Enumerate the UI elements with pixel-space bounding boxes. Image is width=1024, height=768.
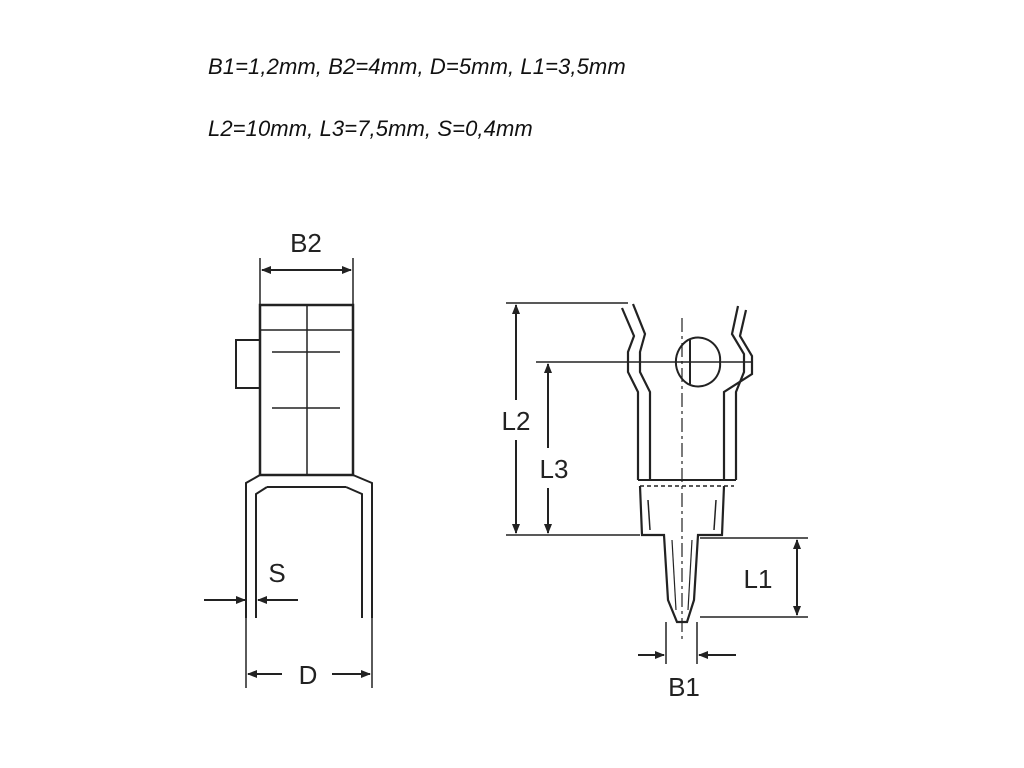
d-label: D [299, 660, 318, 690]
l2-dimension: L2 [502, 304, 531, 534]
b2-dimension: B2 [261, 228, 352, 274]
s-label: S [268, 558, 285, 588]
front-view [235, 258, 373, 688]
s-dimension: S [204, 558, 298, 604]
b1-dimension: B1 [638, 651, 736, 702]
l3-label: L3 [540, 454, 569, 484]
l1-label: L1 [744, 564, 773, 594]
l3-dimension: L3 [540, 363, 569, 534]
b1-label: B1 [668, 672, 700, 702]
b2-label: B2 [290, 228, 322, 258]
l2-label: L2 [502, 406, 531, 436]
d-dimension: D [247, 660, 371, 690]
spec-line-2: L2=10mm, L3=7,5mm, S=0,4mm [208, 116, 533, 141]
spec-line-1: B1=1,2mm, B2=4mm, D=5mm, L1=3,5mm [208, 54, 626, 79]
side-view [506, 302, 808, 664]
l1-dimension: L1 [744, 539, 801, 616]
